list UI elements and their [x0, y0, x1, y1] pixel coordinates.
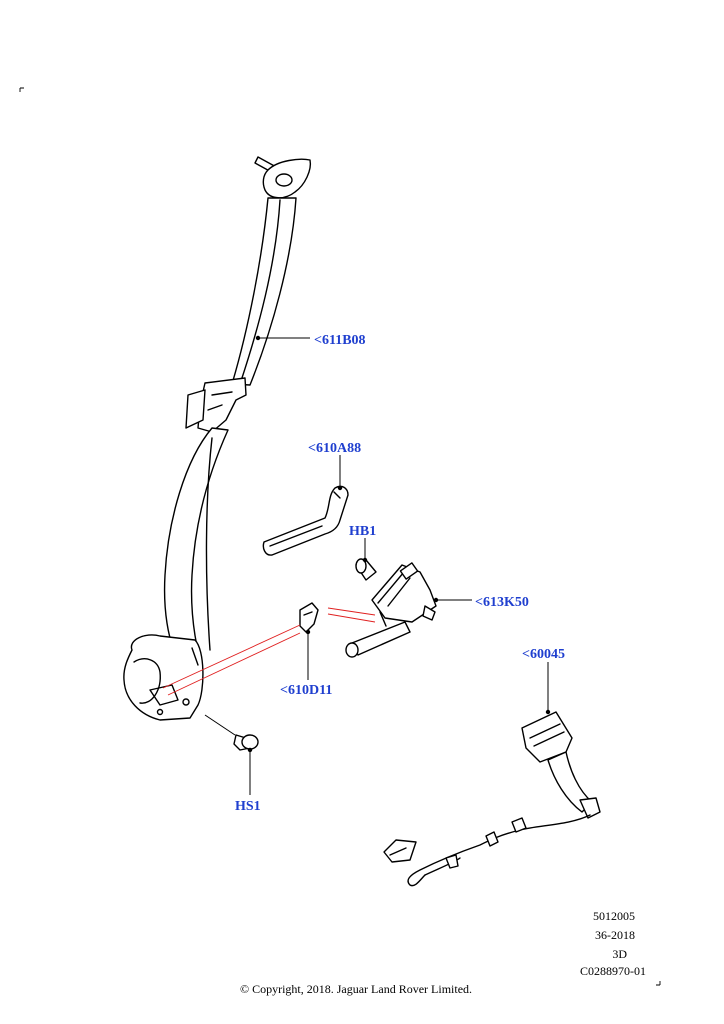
callout-613K50[interactable]: <613K50 — [475, 595, 529, 610]
height-adjuster-part — [345, 562, 437, 658]
callout-610A88[interactable]: <610A88 — [308, 441, 361, 456]
corner-marks — [19, 87, 661, 986]
bolt-hb1 — [355, 558, 377, 581]
copyright-text: © Copyright, 2018. Jaguar Land Rover Lim… — [240, 982, 472, 996]
screw-hs1 — [204, 714, 259, 751]
callout-60045[interactable]: <60045 — [522, 647, 565, 662]
callout-HS1[interactable]: HS1 — [235, 799, 261, 814]
buckle-assembly — [383, 711, 601, 887]
info-line-3: 3D — [612, 947, 627, 961]
trim-cover-part — [262, 485, 349, 556]
callout-610D11[interactable]: <610D11 — [280, 683, 332, 698]
info-line-1: 5012005 — [593, 909, 635, 923]
info-line-4: C0288970-01 — [580, 964, 646, 978]
info-line-2: 36-2018 — [595, 928, 635, 942]
callout-HB1[interactable]: HB1 — [349, 524, 376, 539]
info-block: 5012005 36-2018 3D C0288970-01 — [580, 909, 646, 978]
callout-611B08[interactable]: <611B08 — [314, 333, 366, 348]
highlight-lines — [162, 607, 376, 696]
seat-belt-assembly — [123, 156, 312, 721]
clip-part — [299, 602, 319, 633]
